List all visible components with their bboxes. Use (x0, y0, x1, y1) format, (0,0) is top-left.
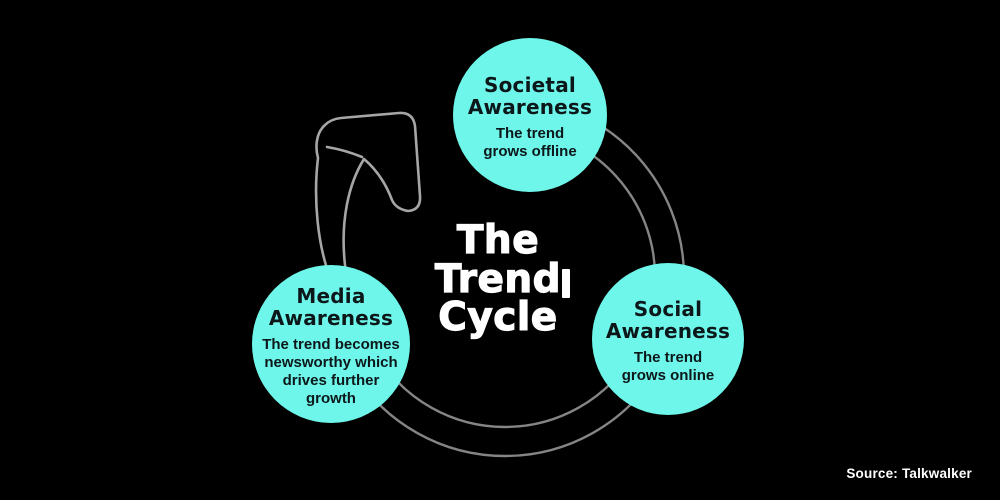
title-line: Trend (434, 256, 562, 302)
arrow-notch-edge (325, 145, 364, 159)
text-line: grows online (621, 366, 715, 384)
text-line: Awareness (467, 94, 593, 119)
text-line: newsworthy which (264, 353, 398, 371)
text-cursor (562, 269, 570, 298)
node-title: Media Awareness (269, 285, 393, 329)
text-line: Media (296, 283, 366, 308)
curved-arrow-icon (314, 111, 422, 280)
text-line: drives further (282, 371, 380, 389)
text-line: The trend (495, 124, 565, 142)
text-line: grows offline (483, 142, 577, 160)
text-line: The trend becomes (262, 335, 400, 353)
text-line: Awareness (605, 318, 731, 343)
text-line: Awareness (268, 305, 394, 330)
title-line: Cycle (438, 295, 558, 340)
text-line: Societal (484, 72, 576, 97)
text-line: growth (305, 389, 356, 407)
node-description: The trend grows online (622, 349, 715, 385)
node-description: The trend becomes newsworthy which drive… (262, 336, 400, 408)
node-title: Social Awareness (606, 298, 730, 342)
page-title: The Trend Cycle (434, 218, 562, 340)
cycle-ring-outer-bottom (357, 379, 653, 458)
text-line: Social (633, 296, 703, 321)
node-description: The trend grows offline (483, 125, 576, 161)
title-line: The (456, 218, 540, 263)
source-attribution: Source: Talkwalker (846, 466, 972, 481)
node-societal-awareness: Societal Awareness The trend grows offli… (453, 38, 607, 192)
cycle-ring-inner-bottom (381, 362, 629, 429)
node-media-awareness: Media Awareness The trend becomes newswo… (252, 265, 410, 423)
text-line: The trend (633, 348, 703, 366)
node-social-awareness: Social Awareness The trend grows online (592, 263, 744, 415)
node-title: Societal Awareness (468, 74, 592, 118)
